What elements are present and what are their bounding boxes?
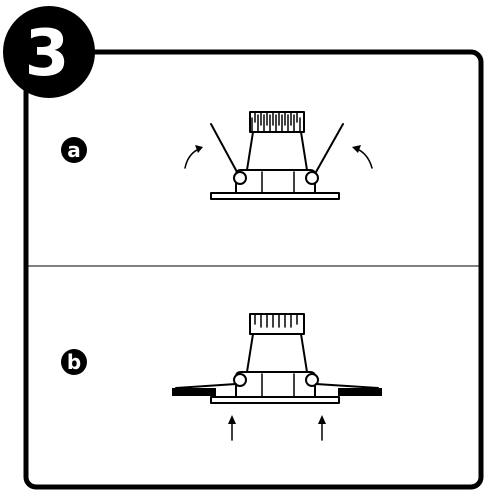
curved-arrow-right-icon	[352, 145, 373, 169]
panel-a-badge: a	[61, 137, 87, 163]
ceiling-right	[338, 388, 382, 396]
panel-b-badge: b	[61, 349, 87, 375]
curved-arrow-left-icon	[184, 145, 203, 169]
spring-clip-left	[210, 123, 238, 173]
up-arrow-left-icon	[228, 415, 236, 441]
panel-a-label: a	[67, 138, 81, 162]
panel-a: a	[61, 111, 373, 200]
up-arrow-right-icon	[318, 415, 326, 441]
downlight-fixture-a	[210, 111, 344, 200]
spring-clip-right	[315, 123, 344, 173]
step-number-badge: 3	[3, 6, 95, 98]
step-number: 3	[25, 17, 70, 91]
spring-clip-left-b	[175, 383, 237, 389]
panel-b: b	[61, 313, 382, 441]
spring-clip-right-b	[315, 383, 379, 389]
ceiling-left	[172, 388, 216, 396]
step-frame	[23, 49, 484, 490]
downlight-fixture-b	[172, 313, 382, 404]
panel-b-label: b	[67, 350, 81, 374]
